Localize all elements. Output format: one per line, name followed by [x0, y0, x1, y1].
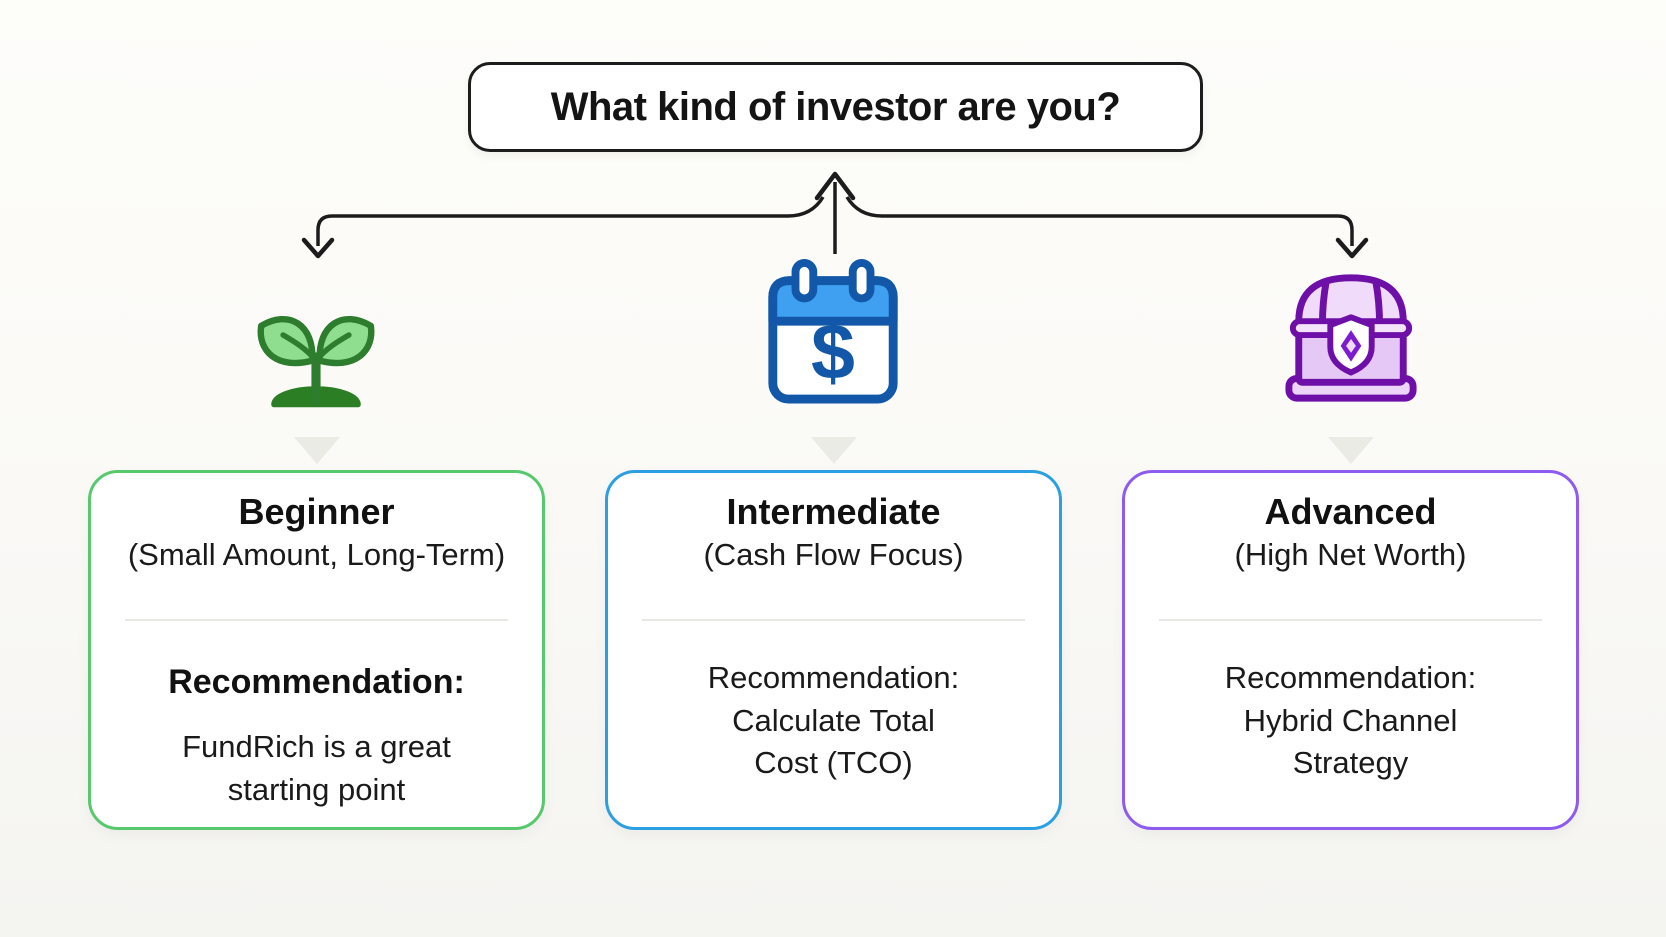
connector-left-branch [316, 196, 825, 246]
recommendation-text: Recommendation: Calculate Total Cost (TC… [608, 657, 1059, 783]
card-advanced: Advanced (High Net Worth) Recommendation… [1122, 470, 1579, 830]
recommendation-label: Recommendation: [707, 660, 960, 696]
question-title: What kind of investor are you? [550, 84, 1121, 129]
arrowhead-up-icon [814, 171, 856, 201]
card-title: Intermediate [726, 491, 941, 532]
recommendation-line: Strategy [1292, 744, 1409, 780]
branch-connector [301, 171, 1369, 259]
recommendation-text: FundRich is a great starting point [91, 726, 542, 810]
divider [1159, 619, 1542, 622]
card-beginner: Beginner (Small Amount, Long-Term) Recom… [88, 470, 545, 830]
card-title: Beginner [238, 491, 395, 532]
card-intermediate: Intermediate (Cash Flow Focus) Recommend… [605, 470, 1062, 830]
calendar-dollar-icon: $ [768, 258, 898, 404]
card-title: Advanced [1264, 491, 1437, 532]
connector-right-branch [845, 196, 1354, 246]
recommendation-line: FundRich is a great [182, 729, 451, 765]
recommendation-line: Calculate Total [732, 702, 935, 738]
arrowhead-down-left-icon [301, 237, 335, 259]
dollar-sign-glyph: $ [811, 307, 855, 395]
recommendation-label: Recommendation: [1224, 660, 1477, 696]
divider [642, 619, 1025, 622]
seedling-icon [257, 316, 375, 408]
card-subtitle: (Small Amount, Long-Term) [127, 537, 506, 573]
question-title-box: What kind of investor are you? [468, 62, 1203, 152]
divider [125, 619, 508, 622]
card-pointer-caret [294, 437, 340, 464]
treasure-chest-icon [1285, 274, 1417, 402]
card-subtitle: (High Net Worth) [1234, 537, 1467, 573]
recommendation-label: Recommendation: [168, 663, 465, 702]
recommendation-line: Hybrid Channel [1243, 702, 1458, 738]
recommendation-line: starting point [227, 771, 406, 807]
recommendation-text: Recommendation: Hybrid Channel Strategy [1125, 657, 1576, 783]
card-subtitle: (Cash Flow Focus) [703, 537, 964, 573]
card-pointer-caret [811, 437, 857, 464]
recommendation-line: Cost (TCO) [754, 744, 913, 780]
card-pointer-caret [1328, 437, 1374, 464]
arrowhead-down-right-icon [1335, 237, 1369, 259]
